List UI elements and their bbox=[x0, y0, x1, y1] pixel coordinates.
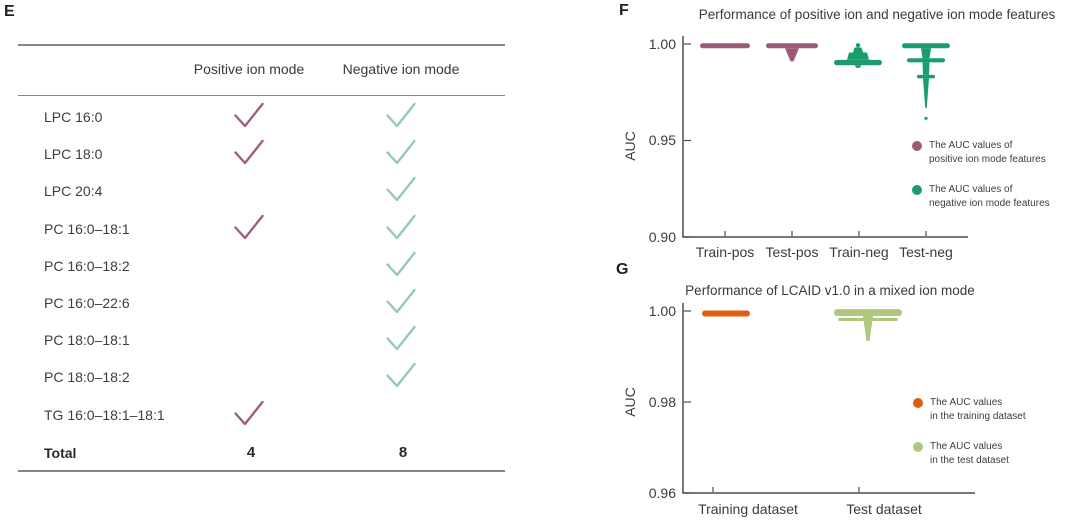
negative-check-icon bbox=[386, 139, 416, 165]
negative-check-icon bbox=[386, 363, 416, 388]
legend-text: The AUC values of negative ion mode feat… bbox=[929, 183, 1050, 211]
legend-dot-negative-icon bbox=[912, 185, 922, 195]
lipid-row-label: LPC 20:4 bbox=[44, 183, 103, 200]
y-axis-label-g: AUC bbox=[622, 387, 638, 417]
y-tick-label: 1.00 bbox=[648, 36, 676, 52]
total-negative-count: 8 bbox=[398, 444, 408, 461]
legend-line: in the training dataset bbox=[930, 411, 1026, 422]
lipid-row-label: TG 16:0–18:1–18:1 bbox=[44, 406, 165, 423]
positive-check-icon bbox=[234, 400, 264, 425]
positive-check-icon bbox=[234, 139, 264, 165]
legend-entry-test: The AUC values in the test dataset bbox=[913, 440, 1026, 468]
negative-check-icon bbox=[386, 214, 416, 239]
table-top-rule bbox=[18, 44, 505, 46]
legend-line: in the test dataset bbox=[930, 455, 1009, 466]
legend-line: positive ion mode features bbox=[929, 154, 1046, 165]
negative-check-icon bbox=[386, 177, 416, 202]
x-category-label: Training dataset bbox=[698, 501, 798, 517]
negative-check-icon bbox=[386, 251, 416, 276]
legend-line: The AUC values bbox=[930, 397, 1003, 408]
legend-text: The AUC values in the test dataset bbox=[930, 440, 1009, 468]
lipid-row-label: LPC 16:0 bbox=[44, 109, 103, 125]
lipid-row-label: PC 16:0–22:6 bbox=[44, 295, 130, 311]
column-header-positive: Positive ion mode bbox=[193, 61, 305, 77]
lipid-row-label: LPC 18:0 bbox=[44, 146, 103, 163]
lipid-row-label: PC 18:0–18:1 bbox=[44, 332, 130, 349]
legend-dot-training-icon bbox=[913, 398, 923, 408]
legend-text: The AUC values in the training dataset bbox=[930, 396, 1026, 424]
y-tick-label: 0.98 bbox=[648, 394, 676, 410]
legend-line: The AUC values bbox=[930, 441, 1003, 452]
legend-line: The AUC values of bbox=[929, 184, 1013, 195]
y-tick-label: 0.90 bbox=[648, 229, 676, 245]
y-axis-label-f: AUC bbox=[622, 131, 638, 161]
x-category-label: Test-neg bbox=[899, 244, 953, 260]
table-bottom-rule bbox=[18, 470, 505, 472]
legend-entry-positive: The AUC values of positive ion mode feat… bbox=[912, 139, 1050, 167]
lipid-row-label: PC 16:0–18:2 bbox=[44, 257, 130, 274]
y-tick-label: 0.95 bbox=[648, 132, 676, 148]
table-header-rule bbox=[18, 95, 505, 97]
negative-check-icon bbox=[386, 102, 416, 128]
legend-line: The AUC values of bbox=[929, 140, 1013, 151]
x-category-label: Test dataset bbox=[846, 501, 922, 517]
total-positive-count: 4 bbox=[246, 444, 256, 461]
legend-entry-training: The AUC values in the training dataset bbox=[913, 396, 1026, 424]
chart-f-title: Performance of positive ion and negative… bbox=[698, 7, 1056, 22]
legend-g: The AUC values in the training dataset T… bbox=[913, 396, 1026, 484]
legend-dot-test-icon bbox=[913, 442, 923, 452]
x-category-label: Train-pos bbox=[695, 244, 755, 260]
x-category-label: Train-neg bbox=[829, 244, 889, 260]
legend-entry-negative: The AUC values of negative ion mode feat… bbox=[912, 183, 1050, 211]
legend-dot-positive-icon bbox=[912, 141, 922, 151]
panel-e-label: E bbox=[4, 3, 15, 20]
negative-check-icon bbox=[386, 325, 416, 351]
legend-line: negative ion mode features bbox=[929, 198, 1050, 209]
positive-check-icon bbox=[234, 102, 264, 128]
chart-g-title: Performance of LCAID v1.0 in a mixed ion… bbox=[685, 283, 975, 298]
lipid-row-label: PC 16:0–18:1 bbox=[44, 220, 130, 237]
positive-check-icon bbox=[234, 214, 264, 239]
lipid-row-label: PC 18:0–18:2 bbox=[44, 369, 130, 386]
y-tick-label: 0.96 bbox=[648, 485, 676, 501]
negative-check-icon bbox=[386, 288, 416, 314]
column-header-negative: Negative ion mode bbox=[342, 61, 460, 77]
table-total-label: Total bbox=[44, 445, 77, 461]
panel-g-label: G bbox=[616, 261, 629, 278]
panel-f-label: F bbox=[619, 2, 629, 19]
x-category-label: Test-pos bbox=[765, 244, 819, 260]
legend-text: The AUC values of positive ion mode feat… bbox=[929, 139, 1046, 167]
legend-f: The AUC values of positive ion mode feat… bbox=[912, 139, 1050, 227]
y-tick-label: 1.00 bbox=[648, 303, 676, 319]
